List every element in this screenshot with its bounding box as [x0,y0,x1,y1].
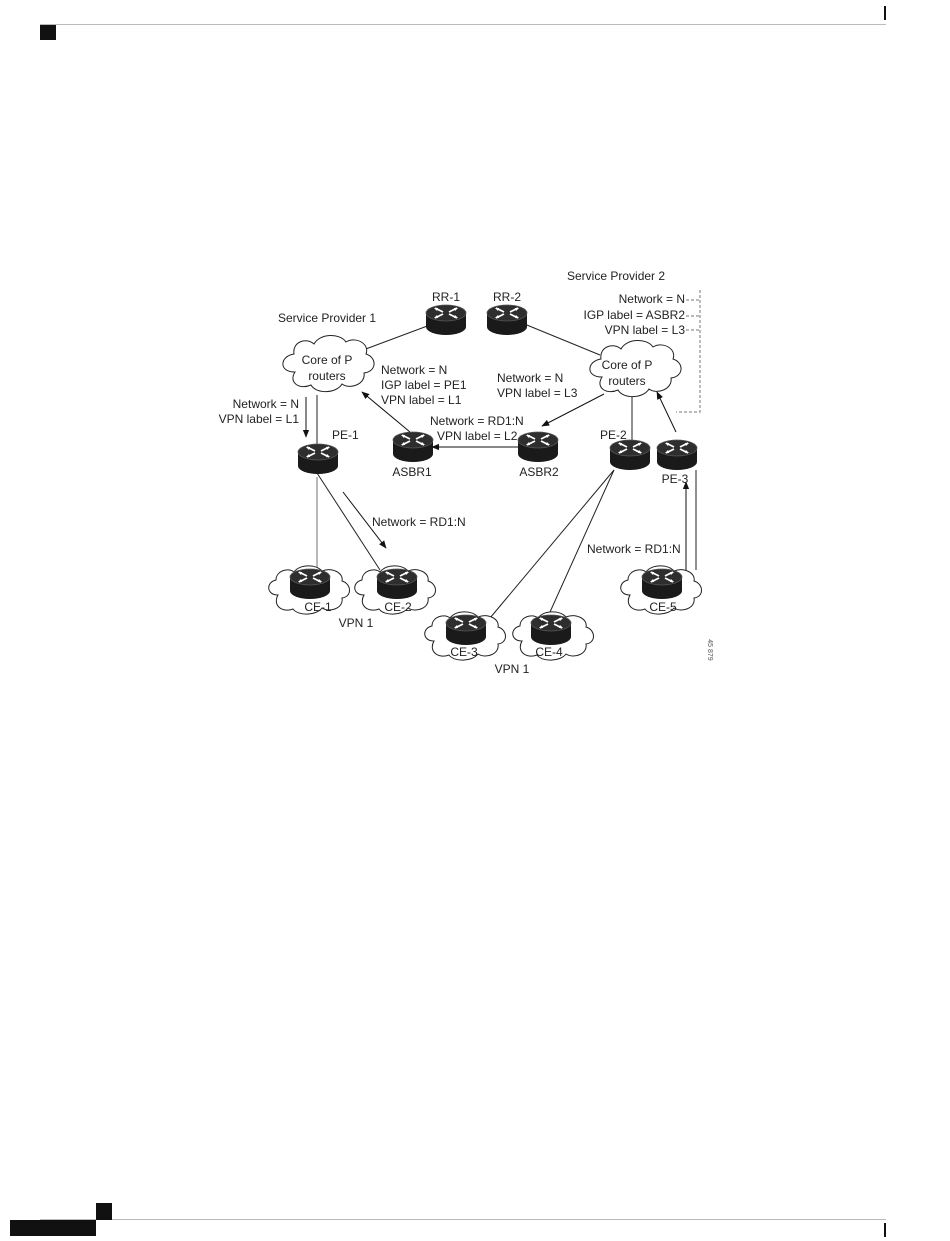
core2-label-line1: Core of P [602,358,653,372]
asbr-link-annotation-vpn: VPN label = L2 [437,429,518,443]
label-pe2: PE-2 [600,428,627,442]
label-service-provider-1: Service Provider 1 [278,311,376,325]
core1-label-line1: Core of P [302,353,353,367]
sp2-annotation-igp: IGP label = ASBR2 [583,308,685,322]
pe1-annotation-vpn: VPN label = L1 [219,412,300,426]
cloud-core1 [282,335,375,393]
router-rr1 [425,304,467,336]
core1-pe1-annotation-vpn: VPN label = L1 [381,393,462,407]
router-asbr1 [392,431,434,463]
header-rule [40,24,886,25]
router-asbr2 [517,431,559,463]
footer-tick [884,1223,886,1237]
pe1-annotation-network: Network = N [233,397,299,411]
router-ce3 [445,614,487,646]
router-pe2 [609,439,651,471]
router-ce5 [641,568,683,600]
router-pe1 [297,443,339,475]
label-vpn1-left: VPN 1 [339,616,374,630]
footer-rule [40,1219,886,1220]
core2-annotation-vpn: VPN label = L3 [497,386,578,400]
label-rr1: RR-1 [432,290,460,304]
label-ce5: CE-5 [649,600,677,614]
footer-page-bar [10,1220,96,1236]
footer-page-mark [96,1203,112,1220]
cloud-core2 [589,340,682,398]
label-service-provider-2: Service Provider 2 [567,269,665,283]
links [316,290,701,619]
label-ce3: CE-3 [450,645,478,659]
ce5-pe3-annotation: Network = RD1:N [587,542,681,556]
router-ce4 [530,614,572,646]
page-corner-mark [40,24,56,40]
label-pe3: PE-3 [662,472,689,486]
sp2-annotation-network: Network = N [619,292,685,306]
asbr-link-annotation-network: Network = RD1:N [430,414,524,428]
label-vpn1-right: VPN 1 [495,662,530,676]
label-ce4: CE-4 [535,645,563,659]
router-ce2 [376,568,418,600]
core1-pe1-annotation-igp: IGP label = PE1 [381,378,467,392]
label-asbr2: ASBR2 [519,465,559,479]
label-ce1: CE-1 [304,600,332,614]
sp2-annotation-vpn: VPN label = L3 [605,323,686,337]
core2-annotation-network: Network = N [497,371,563,385]
core1-label-line2: routers [308,369,345,383]
arrows [302,391,690,580]
router-ce1 [289,568,331,600]
core2-label-line2: routers [608,374,645,388]
label-pe1: PE-1 [332,428,359,442]
pe1-ce2-annotation: Network = RD1:N [372,515,466,529]
router-pe3 [656,439,698,471]
label-ce2: CE-2 [384,600,412,614]
core1-pe1-annotation-network: Network = N [381,363,447,377]
label-rr2: RR-2 [493,290,521,304]
label-asbr1: ASBR1 [392,465,432,479]
figure-id: 45 879 [706,639,713,661]
router-rr2 [486,304,528,336]
header-tick [884,6,886,20]
